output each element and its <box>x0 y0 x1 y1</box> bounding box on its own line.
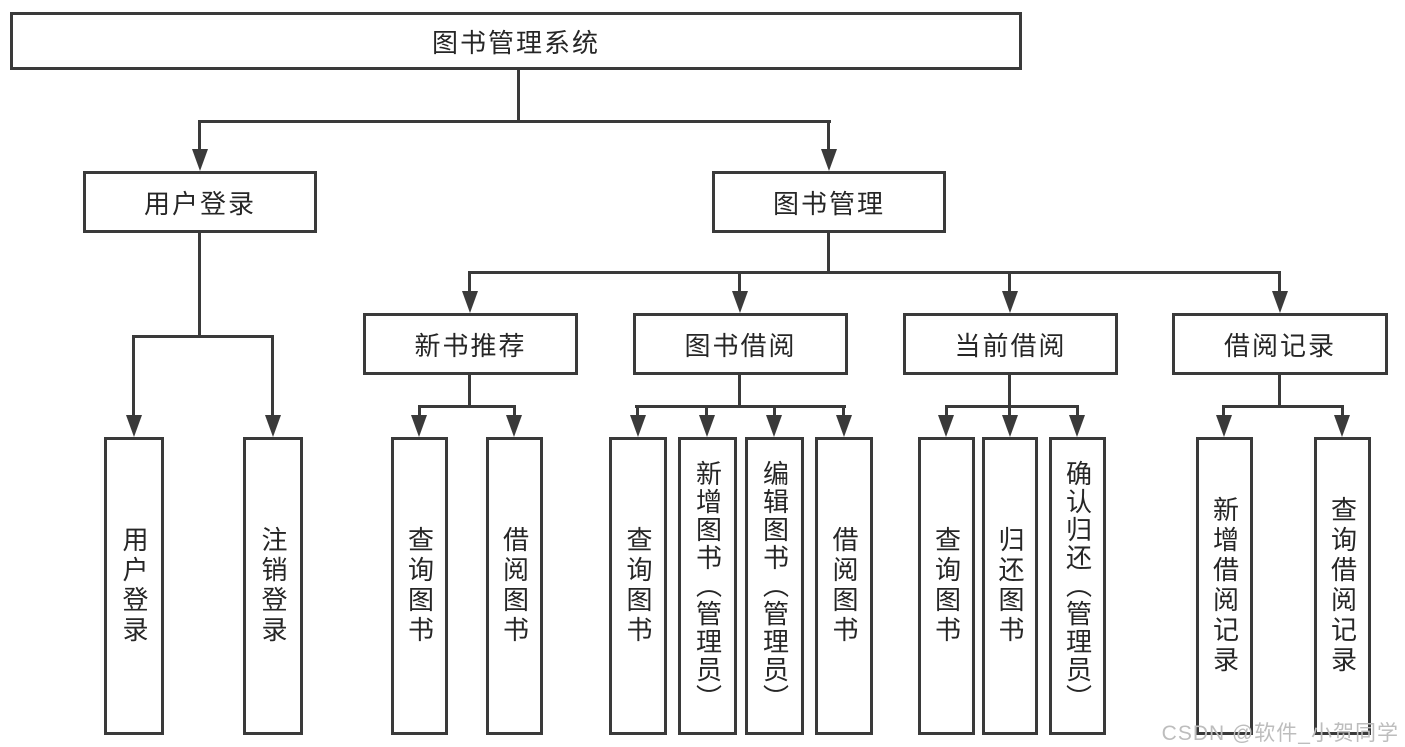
node-book-management: 图书管理 <box>712 171 946 233</box>
node-leaf-edit-books-admin: 编辑图书（管理员） <box>745 437 804 735</box>
node-label: 编辑图书（管理员） <box>759 460 790 712</box>
connector-stem <box>1222 405 1225 417</box>
arrowhead-down-icon <box>1002 291 1018 313</box>
connector-stem <box>198 120 201 150</box>
connector-bar <box>1222 405 1343 408</box>
arrowhead-down-icon <box>411 415 427 437</box>
arrowhead-down-icon <box>1272 291 1288 313</box>
node-label: 注销登录 <box>258 526 288 646</box>
arrowhead-down-icon <box>630 415 646 437</box>
node-leaf-confirm-return-admin: 确认归还（管理员） <box>1049 437 1106 735</box>
connector-stem <box>1008 375 1011 407</box>
node-label: 新增借阅记录 <box>1209 496 1240 676</box>
node-book-borrowing: 图书借阅 <box>633 313 848 375</box>
connector-stem <box>468 271 471 293</box>
connector-stem <box>271 335 274 417</box>
connector-stem <box>468 375 471 407</box>
node-leaf-borrow-books-recommend: 借阅图书 <box>486 437 543 735</box>
connector-stem <box>1008 405 1011 417</box>
node-user-login: 用户登录 <box>83 171 317 233</box>
connector-stem <box>827 233 830 273</box>
node-leaf-logout: 注销登录 <box>243 437 303 735</box>
arrowhead-down-icon <box>192 149 208 171</box>
node-label: 借阅图书 <box>499 526 530 646</box>
connector-stem <box>198 233 201 335</box>
connector-stem <box>842 405 845 417</box>
node-label: 新书推荐 <box>414 330 527 361</box>
node-leaf-user-login: 用户登录 <box>104 437 164 735</box>
connector-stem <box>738 271 741 293</box>
node-label: 当前借阅 <box>954 330 1067 361</box>
node-label: 查询图书 <box>623 526 653 646</box>
arrowhead-down-icon <box>462 291 478 313</box>
arrowhead-down-icon <box>732 291 748 313</box>
connector-bar <box>132 335 274 338</box>
connector-stem <box>1076 405 1079 417</box>
arrowhead-down-icon <box>1216 415 1232 437</box>
connector-bar <box>635 405 846 408</box>
node-label: 查询图书 <box>404 526 435 646</box>
connector-bar <box>945 405 1079 408</box>
connector-stem <box>705 405 708 417</box>
node-leaf-return-books: 归还图书 <box>982 437 1038 735</box>
connector-stem <box>636 405 639 417</box>
connector-stem <box>773 405 776 417</box>
node-leaf-borrow-books-borrowing: 借阅图书 <box>815 437 873 735</box>
arrowhead-down-icon <box>938 415 954 437</box>
node-new-book-recommend: 新书推荐 <box>363 313 578 375</box>
node-label: 图书管理 <box>772 188 885 219</box>
connector-stem <box>1008 271 1011 293</box>
connector-stem <box>1278 271 1281 293</box>
connector-root-stem <box>517 70 520 120</box>
arrowhead-down-icon <box>699 415 715 437</box>
arrowhead-down-icon <box>766 415 782 437</box>
node-label: 图书借阅 <box>684 330 797 361</box>
arrowhead-down-icon <box>821 149 837 171</box>
node-label: 借阅记录 <box>1223 330 1336 361</box>
node-leaf-add-borrow-record: 新增借阅记录 <box>1196 437 1253 735</box>
connector-stem <box>418 405 421 417</box>
arrowhead-down-icon <box>1334 415 1350 437</box>
connector-level3-bar <box>469 271 1281 274</box>
connector-stem <box>738 375 741 407</box>
connector-stem <box>827 120 830 150</box>
watermark: CSDN @软件_小贺同学 <box>1161 722 1399 745</box>
arrowhead-down-icon <box>1002 415 1018 437</box>
node-label: 用户登录 <box>119 526 149 646</box>
node-label: 图书管理系统 <box>431 27 600 58</box>
node-label: 查询借阅记录 <box>1327 496 1358 676</box>
connector-stem <box>1341 405 1344 417</box>
node-label: 新增图书（管理员） <box>692 460 723 712</box>
node-leaf-query-books-current: 查询图书 <box>918 437 975 735</box>
node-label: 借阅图书 <box>829 526 859 646</box>
node-leaf-query-books-recommend: 查询图书 <box>391 437 448 735</box>
connector-stem <box>132 335 135 417</box>
node-leaf-add-books-admin: 新增图书（管理员） <box>678 437 737 735</box>
connector-bar <box>418 405 516 408</box>
connector-stem <box>1278 375 1281 407</box>
arrowhead-down-icon <box>506 415 522 437</box>
node-leaf-query-books-borrowing: 查询图书 <box>609 437 667 735</box>
node-current-borrowing: 当前借阅 <box>903 313 1118 375</box>
node-leaf-query-borrow-record: 查询借阅记录 <box>1314 437 1371 735</box>
connector-stem <box>513 405 516 417</box>
node-borrowing-records: 借阅记录 <box>1172 313 1388 375</box>
arrowhead-down-icon <box>836 415 852 437</box>
node-book-management-system: 图书管理系统 <box>10 12 1022 70</box>
arrowhead-down-icon <box>126 415 142 437</box>
node-label: 确认归还（管理员） <box>1062 460 1093 712</box>
arrowhead-down-icon <box>1069 415 1085 437</box>
arrowhead-down-icon <box>265 415 281 437</box>
connector-stem <box>945 405 948 417</box>
connector-level2-bar <box>198 120 831 123</box>
node-label: 用户登录 <box>143 188 256 219</box>
node-label: 查询图书 <box>931 526 962 646</box>
node-label: 归还图书 <box>995 526 1025 646</box>
